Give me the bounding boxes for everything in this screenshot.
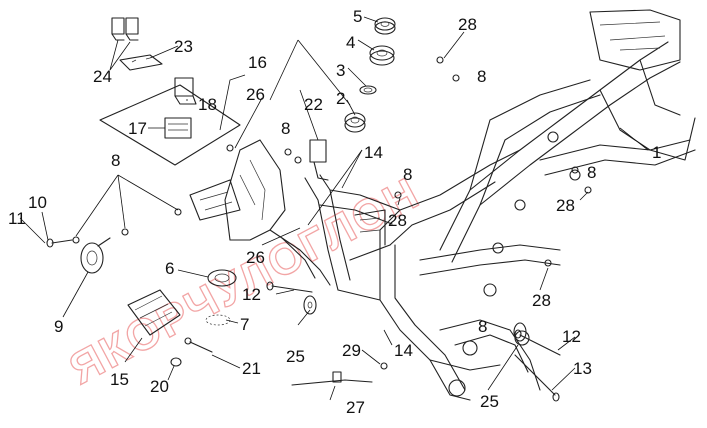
callout-8-right: 8 [587, 163, 596, 182]
callout-26-upper: 26 [246, 85, 265, 104]
callout-28-lower: 28 [532, 291, 551, 310]
callout-28-mid: 28 [388, 211, 407, 230]
callout-21: 21 [242, 359, 261, 378]
horn [80, 237, 111, 274]
callout-22: 22 [304, 95, 323, 114]
long-bolt-upper [266, 281, 313, 293]
callout-7: 7 [240, 315, 249, 334]
nut [170, 357, 182, 367]
bolt-13 [514, 354, 560, 402]
callout-29: 29 [342, 341, 361, 360]
voltage-regulator [127, 289, 181, 336]
callout-25-left: 25 [286, 347, 305, 366]
rubber-grommet [207, 269, 237, 287]
relay-pair [111, 17, 139, 41]
washer-left [303, 295, 317, 315]
washer-right [513, 322, 527, 342]
callout-3: 3 [336, 61, 345, 80]
callout-24: 24 [93, 67, 112, 86]
ignition-coil [309, 139, 329, 181]
callout-28-top: 28 [458, 15, 477, 34]
callout-28-right: 28 [556, 196, 575, 215]
leader-lines [19, 16, 649, 401]
relay-bracket [119, 54, 163, 71]
main-frame [189, 9, 696, 401]
bearing-race [359, 85, 377, 95]
ground-wire [291, 371, 373, 386]
starter-relay [174, 77, 197, 105]
callout-8-top: 8 [477, 67, 486, 86]
callout-2: 2 [336, 89, 345, 108]
callout-8-mid: 8 [403, 165, 412, 184]
callout-23: 23 [174, 37, 193, 56]
callout-9: 9 [54, 317, 63, 336]
callout-14-lower: 14 [394, 341, 413, 360]
callout-1: 1 [652, 143, 661, 162]
regulator-bolt [184, 337, 213, 353]
steering-bearing-top [369, 45, 395, 66]
callout-20: 20 [150, 377, 169, 396]
long-bolt-lower [514, 329, 561, 356]
callout-6: 6 [165, 259, 174, 278]
callout-12-left: 12 [242, 285, 261, 304]
callout-16: 16 [248, 53, 267, 72]
fastener-set [121, 56, 592, 370]
steering-bearing-bottom [344, 112, 366, 133]
callout-13: 13 [573, 359, 592, 378]
callout-11: 11 [8, 209, 26, 228]
callout-26-lower: 26 [246, 248, 265, 267]
callout-8-left: 8 [111, 151, 120, 170]
callout-27: 27 [346, 398, 365, 417]
callout-25-right: 25 [480, 392, 499, 411]
dust-seal [374, 17, 396, 35]
callout-10: 10 [28, 193, 47, 212]
callout-8-center: 8 [281, 119, 290, 138]
cable-tie [205, 314, 231, 326]
electrical-box-outline [99, 84, 241, 166]
cdi-module [164, 117, 192, 139]
callout-12-right: 12 [562, 327, 581, 346]
callout-4: 4 [346, 33, 355, 52]
callout-8-lower: 8 [478, 317, 487, 336]
callout-14-upper: 14 [364, 143, 383, 162]
horn-bolt [46, 236, 80, 248]
callout-labels: 1 2 3 4 5 6 7 8 8 8 8 8 8 9 10 11 12 12 … [8, 7, 661, 417]
callout-17: 17 [128, 119, 147, 138]
callout-5: 5 [353, 7, 362, 26]
callout-18: 18 [198, 95, 217, 114]
callout-15: 15 [110, 370, 129, 389]
